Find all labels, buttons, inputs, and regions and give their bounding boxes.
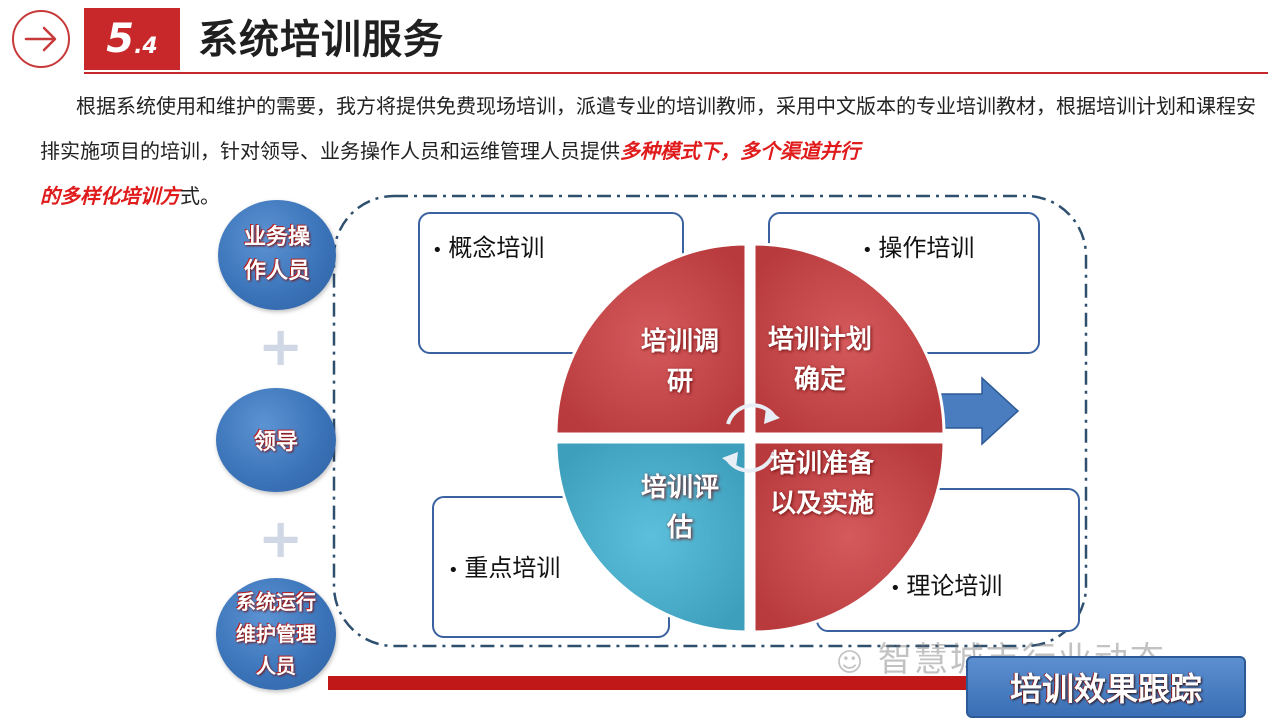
right-arrow-icon <box>939 376 1020 446</box>
intro-text: 根据系统使用和维护的需要，我方将提供免费现场培训，派遣专业的培训教师，采用中文版… <box>40 94 1256 163</box>
role-leader-label: 领导 <box>253 430 298 455</box>
role-business-label: 业务操作人员 <box>243 225 310 284</box>
section-sub-number: .4 <box>134 33 158 59</box>
role-ops-label: 系统运行维护管理人员 <box>236 590 316 678</box>
section-number-badge: 5.4 <box>84 8 180 70</box>
intro-paragraph: 根据系统使用和维护的需要，我方将提供免费现场培训，派遣专业的培训教师，采用中文版… <box>40 84 1266 219</box>
intro-highlight-1: 多种模式下，多个渠道并行 <box>620 139 860 163</box>
cycle-arrowhead-icon <box>764 408 780 424</box>
intro-text-end: 式。 <box>180 184 220 208</box>
diagram-frame <box>332 194 1088 648</box>
role-bubble-business: 业务操作人员 <box>218 200 336 310</box>
pie-quadrant-evaluation <box>554 440 748 634</box>
page-title: 系统培训服务 <box>198 17 444 63</box>
pie-quadrant-plan <box>752 242 946 436</box>
pie-label-implementation: 培训准备以及实施 <box>770 449 875 519</box>
pie-label-research: 培训调研 <box>640 327 719 397</box>
role-bubble-leader: 领导 <box>216 388 336 492</box>
header-divider <box>84 72 1268 74</box>
pie-label-evaluation: 培训评估 <box>640 473 719 543</box>
concept-training-label: 概念培训 <box>432 234 544 262</box>
section-arrow-icon <box>12 10 70 68</box>
training-effect-tracking-button[interactable]: 培训效果跟踪 <box>966 656 1246 718</box>
key-training-label: 重点培训 <box>448 554 560 582</box>
theory-training-label: 理论培训 <box>890 572 1002 600</box>
section-number: 5 <box>106 16 135 62</box>
operation-training-label: 操作培训 <box>862 234 974 262</box>
training-cycle-pie <box>554 242 946 634</box>
bottom-red-bar <box>328 676 968 690</box>
wechat-icon: ☺ <box>836 648 866 678</box>
pie-quadrant-implementation <box>752 440 946 634</box>
cycle-arrowhead-icon <box>722 452 738 468</box>
pie-quadrant-research <box>554 242 748 436</box>
plus-icon: + <box>258 315 304 378</box>
intro-highlight-2: 的多样化培训方 <box>40 184 180 208</box>
pie-label-plan: 培训计划确定 <box>768 325 873 395</box>
role-bubble-ops: 系统运行维护管理人员 <box>216 578 336 690</box>
plus-icon: + <box>258 507 304 570</box>
